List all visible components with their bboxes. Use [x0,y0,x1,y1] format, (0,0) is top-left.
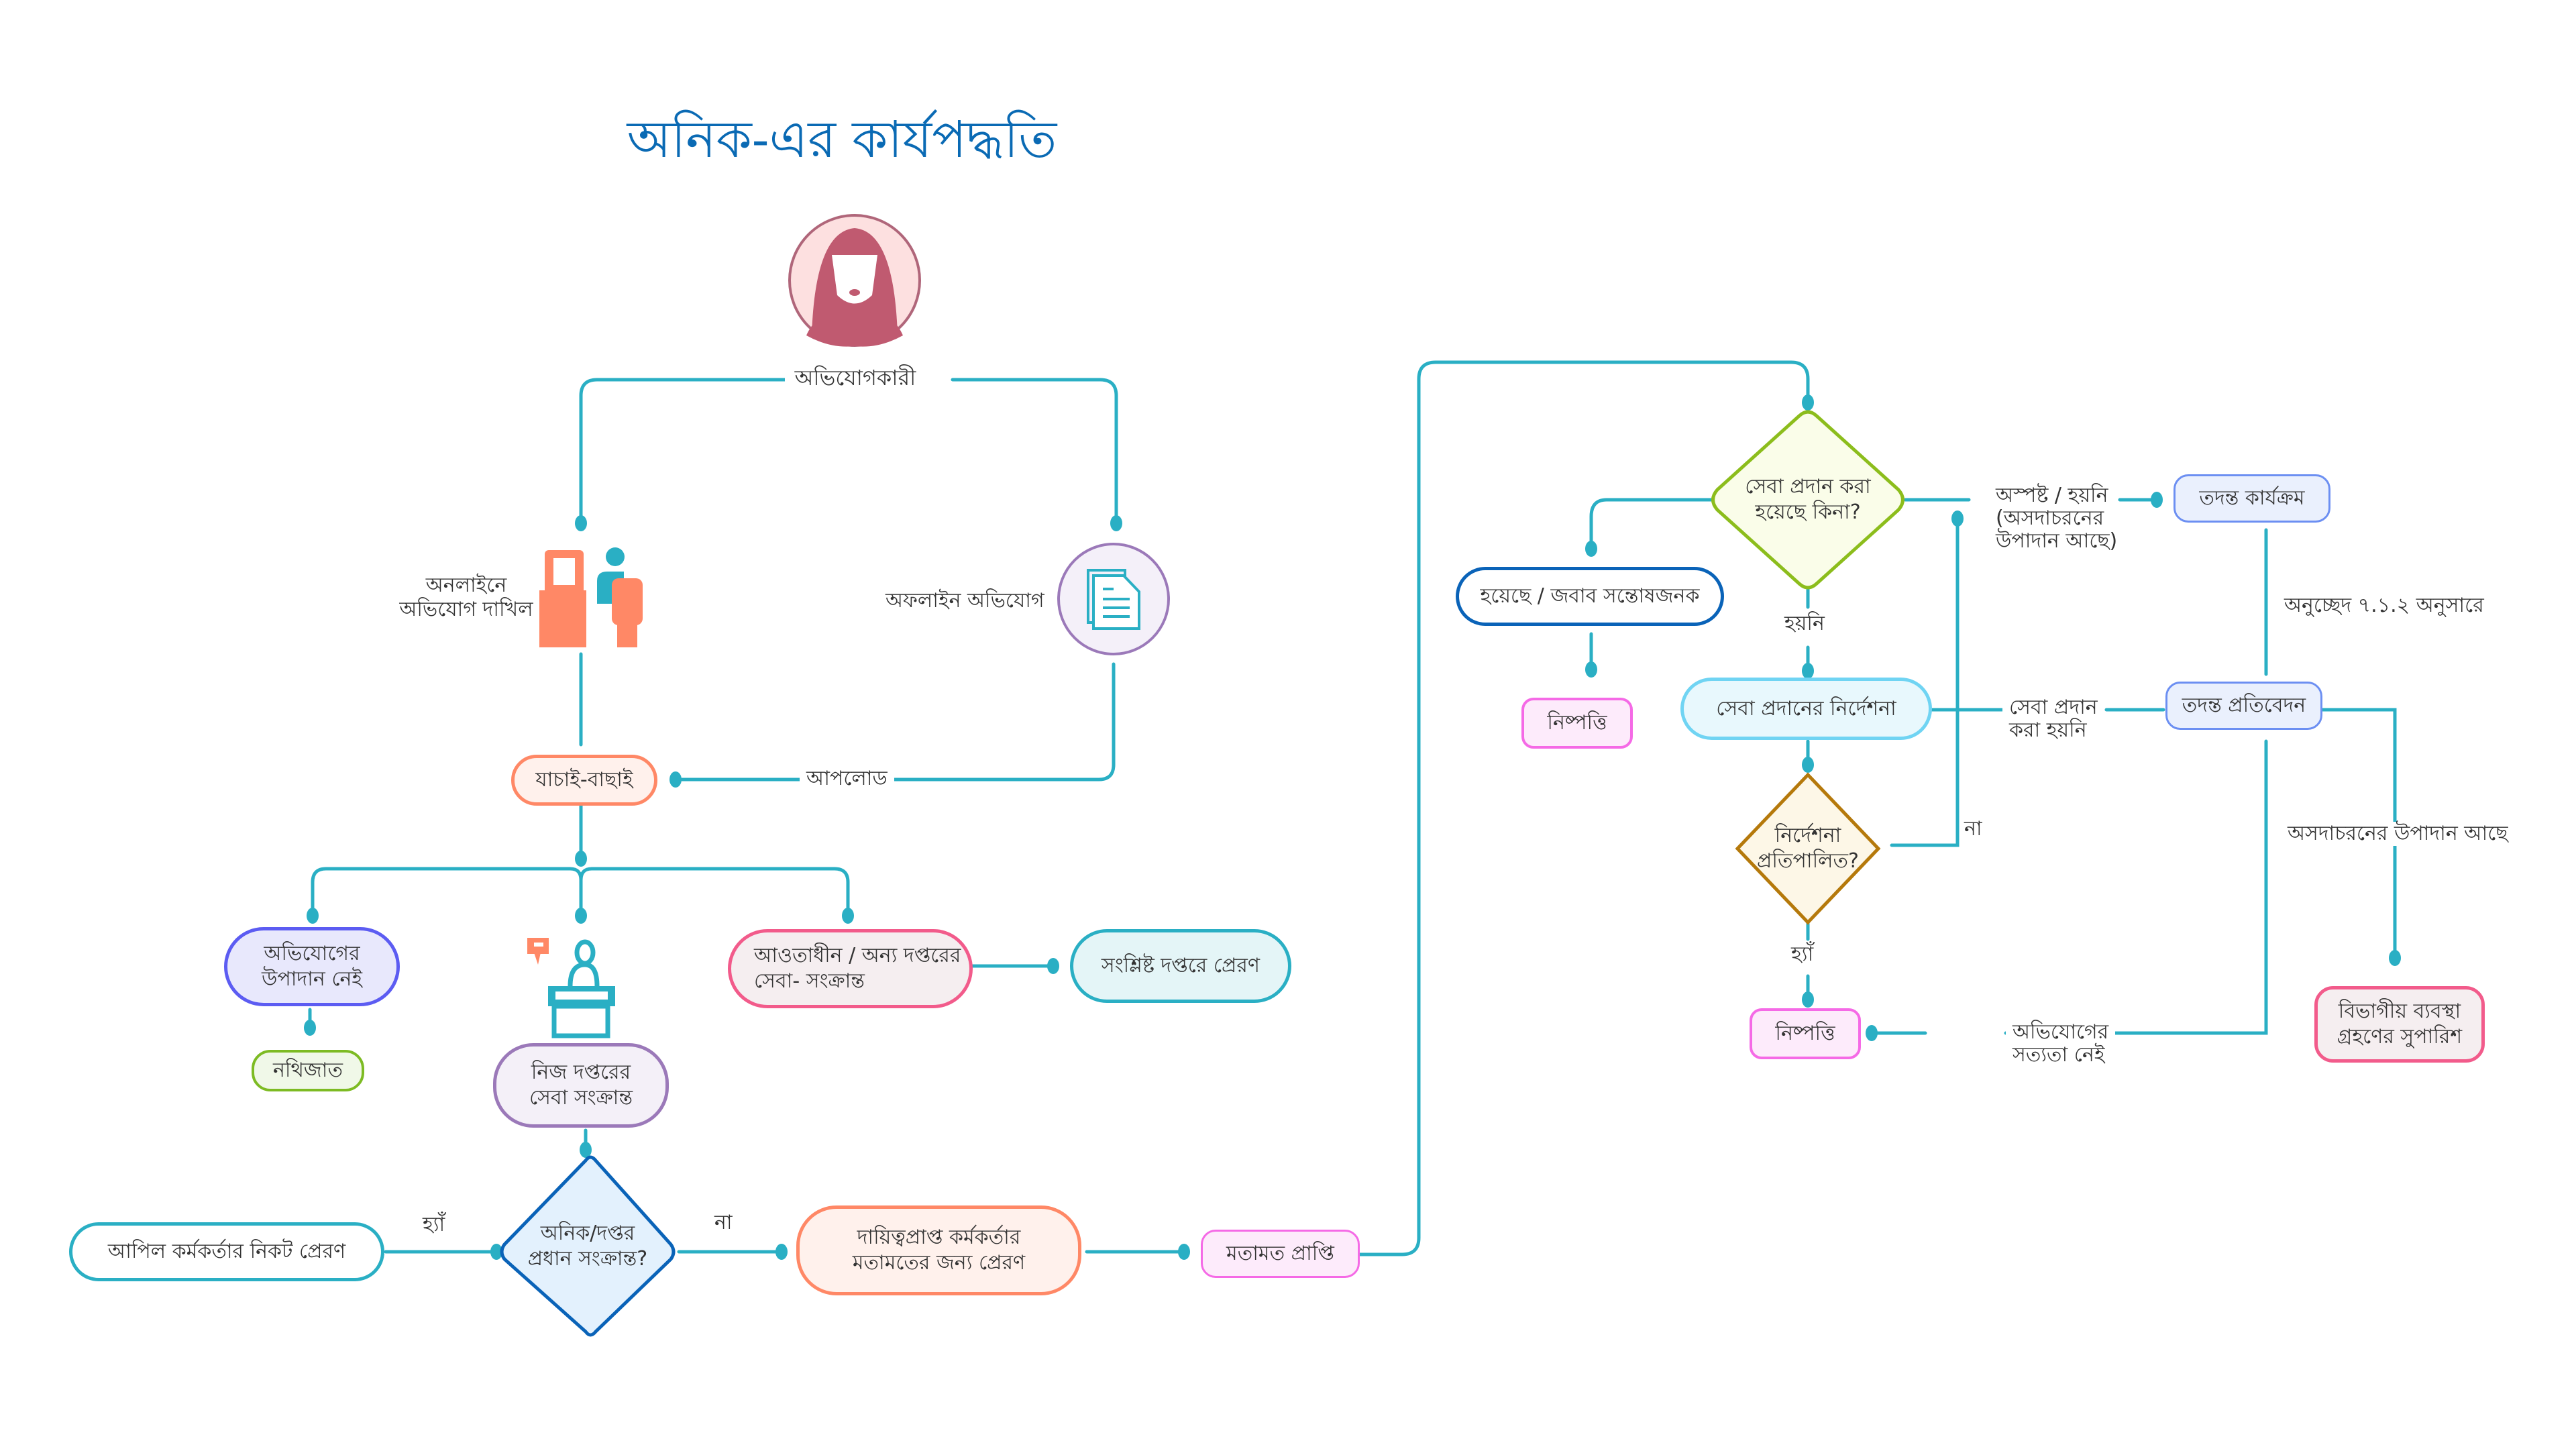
forward-office-node[interactable]: সংশ্লিষ্ট দপ্তরে প্রেরণ [1070,929,1291,1003]
decision-directive-question: নির্দেশনা প্রতিপালিত? [1757,824,1859,873]
connector-dot [1110,515,1122,531]
connector-dot [580,1142,592,1158]
connector-dot [775,1244,788,1260]
speaker-podium-icon [527,938,615,1038]
yes-label-1: হ্যাঁ [423,1213,445,1236]
decision-diamond-service [1711,410,1904,590]
dept-action-node[interactable]: বিভাগীয় ব্যবস্থা গ্রহণের সুপারিশ [2314,986,2485,1063]
connector-dot [575,851,587,867]
misconduct-label: অসদাচরনের উপাদান আছে [2281,822,2515,846]
not-true-label: অভিযোগের সত্যতা নেই [2006,1021,2116,1067]
connector-dot [1802,663,1814,679]
not-done-label: হয়নি [1784,612,1825,635]
own-office-node[interactable]: নিজ দপ্তরের সেবা সংক্রান্ত [493,1043,669,1128]
no-label-3: না [1964,817,1982,841]
connector-dot [2151,492,2163,508]
online-label: অনলাইনে অভিযোগ দাখিল [399,574,533,621]
connector-report-dept [2309,708,2397,958]
connector-dot [1802,394,1814,411]
investigation-program-node[interactable]: তদন্ত কার্যক্রম [2174,474,2330,523]
unclear-label: অস্পষ্ট / হয়নি (অসদাচরনের উপাদান আছে) [1996,484,2118,553]
decision-directive[interactable]: নির্দেশনা প্রতিপালিত? [1737,775,1878,922]
connector-dot [2389,950,2401,966]
connector-dot [1585,661,1597,678]
service-directive-node[interactable]: সেবা প্রদানের নির্দেশনা [1680,678,1932,740]
decision-anik[interactable]: অনিক/দপ্তর প্রধান সংক্রান্ত? [499,1154,676,1338]
connector-dot [1802,757,1814,773]
connector-dot [1585,541,1597,557]
decision-diamond-anik [500,1155,676,1337]
start-label: অভিযোগকারী [785,366,926,390]
done-node[interactable]: হয়েছে / জবাব সন্তোষজনক [1456,567,1724,626]
connector-dot [1802,991,1814,1008]
connector-dot [1047,958,1059,974]
opinion-node[interactable]: মতামত প্রাপ্তি [1201,1230,1360,1278]
connector-dot [1951,511,1964,527]
decision-anik-question: অনিক/দপ্তর প্রধান সংক্রান্ত? [527,1221,648,1271]
connector-dot [1178,1244,1190,1260]
connector-opinion-decision2 [1356,360,1810,1256]
screening-node[interactable]: যাচাই-বাছাই [511,755,657,806]
computer-user-icon [539,547,643,647]
other-office-node[interactable]: আওতাধীন / অন্য দপ্তরের সেবা- সংক্রান্ত [728,929,973,1008]
connector-dot [490,1244,502,1260]
decision-service-question: সেবা প্রদান করা হয়েছে কিনা? [1745,475,1871,524]
connector-dot [575,908,587,924]
no-element-node[interactable]: অভিযোগের উপাদান নেই [224,927,400,1006]
yes-label-3: হ্যাঁ [1791,943,1814,966]
no-label-1: না [714,1211,733,1234]
offline-label: অফলাইন অভিযোগ [885,589,1044,612]
connector-dot [304,1020,316,1036]
upload-label: আপলোড [800,767,894,791]
connector-d2-done [1589,498,1716,551]
page-title: অনিক-এর কার্যপদ্ধতি [627,109,1057,169]
female-user-avatar-icon [788,214,921,347]
connector-d3-no [1890,517,1960,847]
assign-officer-node[interactable]: দায়িত্বপ্রাপ্ত কর্মকর্তার মতামতের জন্য … [796,1205,1081,1295]
connector-dot [669,771,682,788]
document-icon [1057,543,1170,655]
connector-dot [307,908,319,924]
resolved-node-1[interactable]: নিষ্পত্তি [1521,698,1633,749]
decision-diamond-directive [1735,772,1881,925]
connector-offline-upload [890,662,1116,782]
investigation-report-node[interactable]: তদন্ত প্রতিবেদন [2165,682,2322,730]
connector-dot [575,515,587,531]
connector-dot [842,908,854,924]
connector-dot [1866,1025,1878,1041]
connector-start-offline [951,378,1118,519]
connector-report-nottrue [2004,739,2268,1035]
decision-service[interactable]: সেবা প্রদান করা হয়েছে কিনা? [1709,408,1907,592]
service-not-provided-label: সেবা প্রদান করা হয়নি [2002,696,2104,742]
filed-node[interactable]: নথিজাত [252,1050,364,1091]
per-section-label: অনুচ্ছেদ ৭.১.২ অনুসারে [2284,594,2484,617]
resolved-node-2[interactable]: নিষ্পত্তি [1750,1008,1861,1059]
connector-start-online [579,378,794,519]
appeal-officer-node[interactable]: আপিল কর্মকর্তার নিকট প্রেরণ [69,1222,384,1281]
